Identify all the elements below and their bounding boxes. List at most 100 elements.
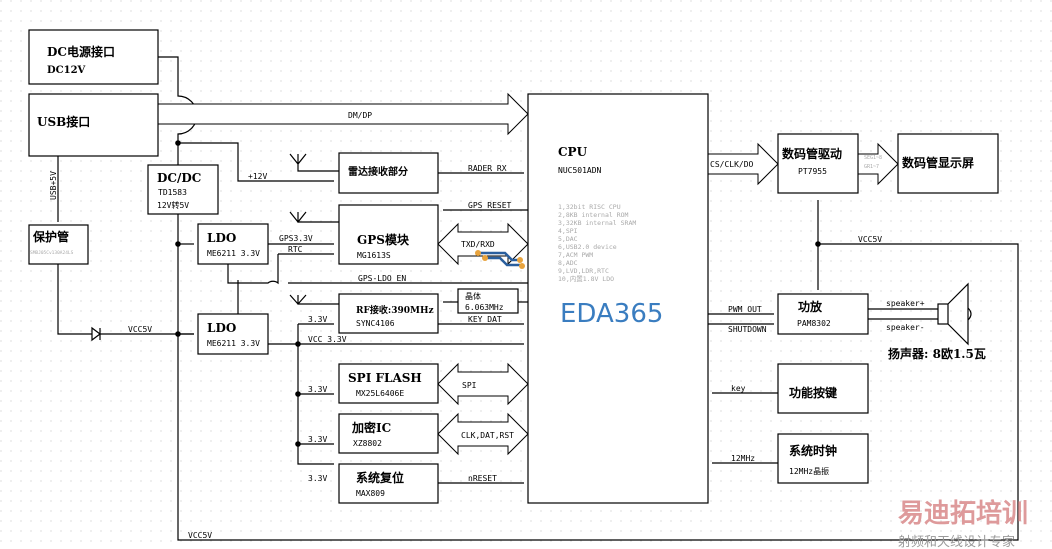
cpu-feature: 3,32KB internal SRAM <box>558 219 636 227</box>
signal-label: GPS3.3V <box>279 234 313 243</box>
signal-label: CS/CLK/DO <box>710 160 754 169</box>
cpu-feature: 6,USB2.0 device <box>558 243 617 251</box>
wires <box>57 56 1019 541</box>
cpu-feature: 1,32bit RISC CPU <box>558 203 621 211</box>
block-title: DC/DC <box>157 171 201 185</box>
cpu-feature: 2,8KB internal ROM <box>558 211 629 219</box>
signal-label: KEY DAT <box>468 315 502 324</box>
block-title: USB接口 <box>37 114 90 129</box>
signal-label: SHUTDOWN <box>728 325 767 334</box>
brand-slogan: 射频和天线设计专家 <box>898 534 1015 549</box>
cpu-feature: 9,LVD,LDR,RTC <box>558 267 609 275</box>
block-title: 晶体 <box>465 291 481 301</box>
signal-labels: USB+5V DM/DP +12V GPS3.3V RTC RADER RX G… <box>49 111 925 540</box>
cpu-feature-list: 1,32bit RISC CPU 2,8KB internal ROM 3,32… <box>558 203 636 283</box>
signal-label: DM/DP <box>348 111 372 120</box>
block-title: CPU <box>558 145 588 159</box>
block-subtitle: SMBJ05Cv130A24LS <box>30 250 74 256</box>
spi-flash-block: SPI FLASH MX25L6406E <box>338 363 439 404</box>
signal-label: 3.3V <box>308 474 327 483</box>
signal-label: USB+5V <box>49 171 58 200</box>
signal-label: 12MHz <box>731 454 755 463</box>
block-subtitle: DC12V <box>47 65 86 76</box>
block-subtitle: NUC501ADN <box>558 166 602 175</box>
signal-label: GPS RESET <box>468 201 512 210</box>
ldo1-block: LDO ME6211 3.3V <box>197 223 269 265</box>
crypto-block: 加密IC XZ8802 <box>338 413 439 454</box>
block-title: RF接收:390MHz <box>356 304 434 316</box>
dc-power-block: DC电源接口 DC12V <box>28 29 159 85</box>
block-subtitle: PAM8302 <box>797 319 831 328</box>
brand-logo-text: 易迪拓培训 <box>898 499 1028 529</box>
brand-watermark: 易迪拓培训 射频和天线设计专家 <box>898 499 1028 549</box>
seg-bus-arrow <box>857 142 899 186</box>
cpu-feature: 7,ACM PWM <box>558 251 593 259</box>
dcdc-block: DC/DC TD1583 12V转5V <box>147 164 219 215</box>
block-subtitle: XZ8802 <box>353 439 382 448</box>
speaker-icon <box>937 282 972 346</box>
signal-label: VCC 3.3V <box>308 335 347 344</box>
protect-block: 保护管 SMBJ05Cv130A24LS <box>28 224 89 265</box>
block-subtitle: ME6211 3.3V <box>207 249 260 258</box>
led-display-block: 数码管显示屏 <box>897 133 999 194</box>
block-title: SPI FLASH <box>348 371 422 385</box>
block-title: LDO <box>207 231 236 245</box>
block-subtitle: ME6211 3.3V <box>207 339 260 348</box>
eda365-logo-text: EDA365 <box>560 299 663 329</box>
signal-label: +12V <box>248 172 267 181</box>
rf-block: RF接收:390MHz SYNC4106 <box>338 293 439 334</box>
block-subtitle: SYNC4106 <box>356 319 395 328</box>
block-title: 功能按键 <box>789 385 837 400</box>
bus-arrows <box>157 92 899 456</box>
clock-block: 系统时钟 12MHz晶振 <box>777 433 869 484</box>
radar-block: 雷达接收部分 <box>338 152 439 194</box>
signal-label: 3.3V <box>308 315 327 324</box>
signal-label: key <box>731 384 746 393</box>
block-subtitle: MAX809 <box>356 489 385 498</box>
amp-block: 功放 PAM8302 <box>777 293 869 335</box>
block-subtitle: PT7955 <box>798 167 827 176</box>
block-title: 保护管 <box>32 229 69 244</box>
signal-label: 3.3V <box>308 385 327 394</box>
signal-label: speaker+ <box>886 299 925 308</box>
block-title: DC电源接口 <box>47 44 115 59</box>
keys-block: 功能按键 <box>777 363 869 414</box>
dm-dp-bus-arrow <box>157 92 529 136</box>
block-title: 数码管显示屏 <box>902 155 974 170</box>
block-title: 数码管驱动 <box>782 146 842 161</box>
led-driver-block: 数码管驱动 PT7955 <box>777 133 859 194</box>
signal-label: GPS-LDO EN <box>358 274 406 283</box>
signal-label: CLK,DAT,RST <box>461 431 514 440</box>
block-title: 加密IC <box>351 420 391 435</box>
usb-block: USB接口 <box>28 93 159 157</box>
signal-label: PWM OUT <box>728 305 762 314</box>
cpu-feature: 8,ADC <box>558 259 578 267</box>
speaker-label: 扬声器: 8欧1.5瓦 <box>888 346 986 361</box>
signal-label: speaker- <box>886 323 925 332</box>
block-title: 系统时钟 <box>789 443 837 458</box>
cpu-feature: 10,内置1.8V LDO <box>558 274 614 283</box>
block-subtitle: 6.063MHz <box>465 303 504 312</box>
signal-label: RTC <box>288 245 303 254</box>
reset-block: 系统复位 MAX809 <box>338 463 439 504</box>
signal-label: VCC5V <box>188 531 212 540</box>
block-title: LDO <box>207 321 236 335</box>
cs-clk-do-bus-arrow <box>707 142 779 186</box>
block-title: 功放 <box>798 299 823 314</box>
cpu-block: CPU NUC501ADN 1,32bit RISC CPU 2,8KB int… <box>527 93 709 504</box>
block-subtitle: 12MHz晶振 <box>789 466 829 476</box>
ldo2-block: LDO ME6211 3.3V <box>197 313 269 355</box>
cpu-feature: 5,DAC <box>558 235 578 243</box>
eda365-watermark: EDA365 <box>475 250 663 329</box>
signal-label: TXD/RXD <box>461 240 495 249</box>
signal-label: VCC5V <box>128 325 152 334</box>
block-title: GPS模块 <box>357 232 410 247</box>
signal-label: GR1~7 <box>864 164 879 170</box>
signal-label: 3.3V <box>308 435 327 444</box>
block-subtitle: MX25L6406E <box>356 389 404 398</box>
cpu-feature: 4,SPI <box>558 227 578 235</box>
block-title: 系统复位 <box>356 470 404 485</box>
junction-dots <box>175 140 821 447</box>
